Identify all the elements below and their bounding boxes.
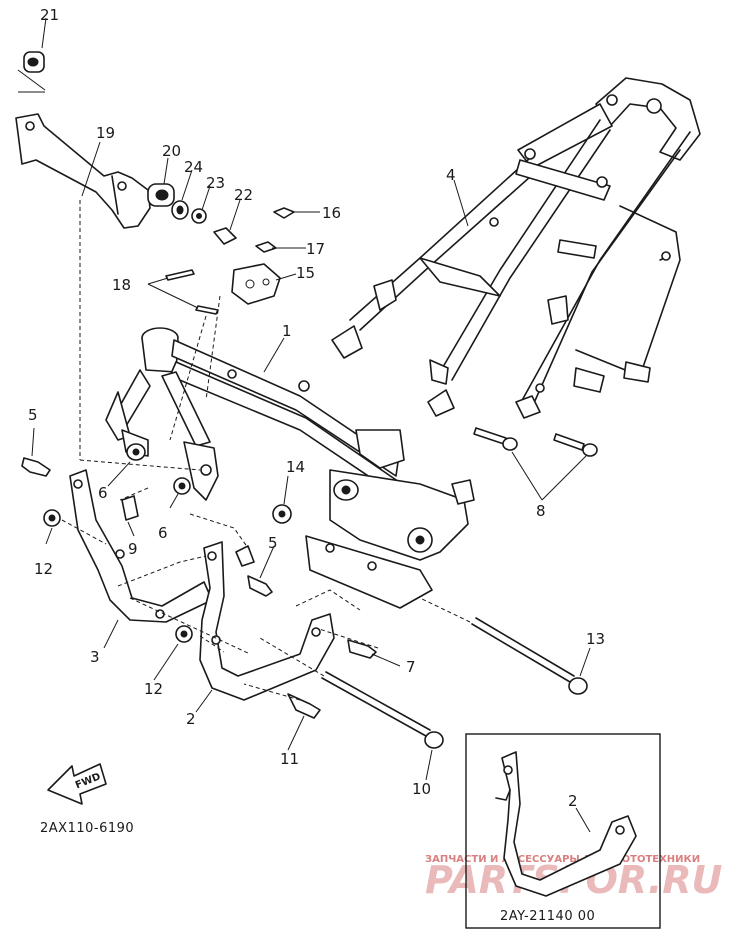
callout-6-left: 6	[98, 484, 108, 502]
diagram-code: 2AX110-6190	[40, 821, 134, 836]
callout-21: 21	[40, 6, 59, 24]
part-22-bolt	[213, 227, 237, 245]
callout-3: 3	[90, 648, 100, 666]
part-24-washer	[171, 200, 189, 220]
callout-12-lower: 12	[144, 680, 163, 698]
inset-code: 2AY-21140 00	[500, 909, 595, 924]
callout-4: 4	[446, 166, 456, 184]
callout-20: 20	[162, 142, 181, 160]
part-13-long-bolt	[471, 617, 588, 695]
callout-11: 11	[280, 750, 299, 768]
part-7-bolt	[347, 639, 377, 659]
callout-labels: 21 19 20 24 23 22 16 17 15 18 1 4 5 6 6 …	[28, 6, 605, 810]
callout-14: 14	[286, 458, 305, 476]
part-5-bolt-lower	[247, 575, 273, 597]
part-12-nut-upper	[43, 509, 61, 527]
part-21-bushing	[17, 51, 46, 93]
part-14-collar	[272, 504, 292, 524]
callout-6-right: 6	[158, 524, 168, 542]
callout-1: 1	[282, 322, 292, 340]
part-3-down-tube	[69, 469, 213, 623]
part-8-bolts	[473, 427, 598, 457]
part-6-nut-left	[126, 443, 146, 461]
callout-15: 15	[296, 264, 315, 282]
part-5-bolt-upper	[21, 457, 51, 477]
callout-23: 23	[206, 174, 225, 192]
callout-17: 17	[306, 240, 325, 258]
part-9-spacer	[121, 495, 139, 521]
callout-9: 9	[128, 540, 138, 558]
part-17-screw	[255, 241, 277, 253]
part-23-nut	[191, 208, 207, 224]
watermark-line1: ЗАПЧАСТИ И АКСЕССУАРЫ ДЛЯ МОТОТЕХНИКИ	[425, 854, 700, 865]
callout-7: 7	[406, 658, 416, 676]
part-11-bolt	[287, 693, 321, 719]
part-15-bracket	[231, 263, 281, 305]
part-4-rear-frame	[331, 77, 701, 419]
callout-12-upper: 12	[34, 560, 53, 578]
inset-part-2-tube	[495, 751, 637, 897]
part-19-bracket	[15, 113, 151, 229]
callout-19: 19	[96, 124, 115, 142]
callout-10: 10	[412, 780, 431, 798]
callout-18: 18	[112, 276, 131, 294]
leader-lines	[31, 17, 591, 781]
callout-24: 24	[184, 158, 203, 176]
inset-box	[465, 733, 661, 929]
part-18-pin	[147, 269, 219, 315]
callout-8: 8	[536, 502, 546, 520]
callout-2-inset: 2	[568, 792, 578, 810]
callout-16: 16	[322, 204, 341, 222]
callout-5-upper: 5	[28, 406, 38, 424]
fwd-arrow-icon: FWD	[47, 763, 107, 805]
callout-13: 13	[586, 630, 605, 648]
part-16-screw	[273, 207, 295, 219]
part-6-nut-right	[173, 477, 191, 495]
part-2-down-tube	[199, 541, 335, 701]
callout-2: 2	[186, 710, 196, 728]
callout-22: 22	[234, 186, 253, 204]
callout-5-lower: 5	[268, 534, 278, 552]
part-10-long-bolt	[321, 671, 444, 749]
part-12-nut-lower	[175, 625, 193, 643]
part-20-mount	[147, 183, 175, 207]
